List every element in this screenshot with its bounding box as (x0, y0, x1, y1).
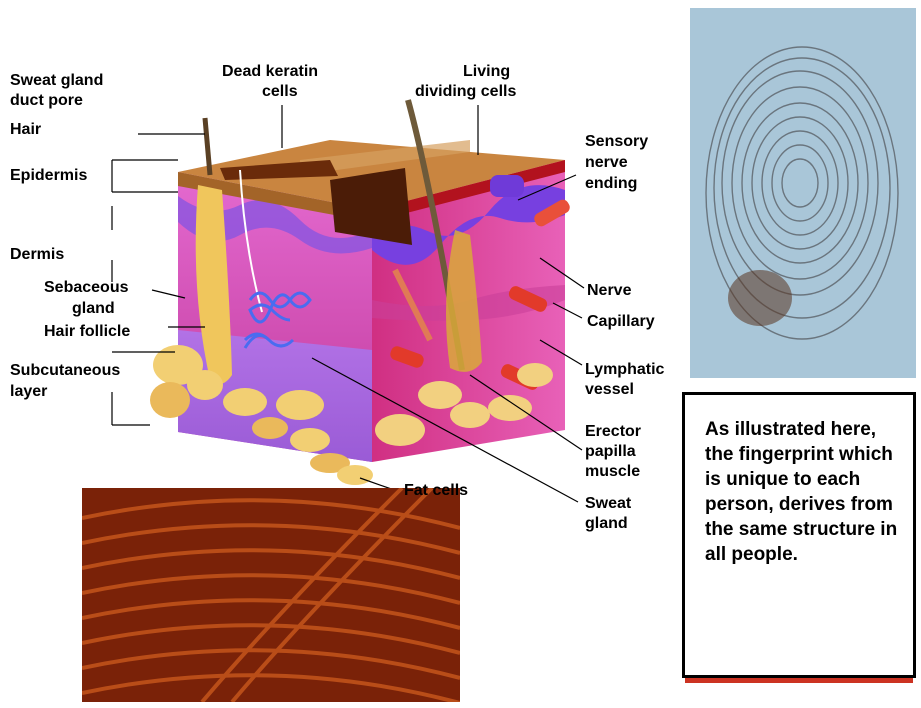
label-sweat-gland-duct-pore-line2: duct pore (10, 92, 83, 110)
label-living-dividing-cells-line1: Living (463, 63, 510, 81)
label-dead-keratin-cells-line2: cells (262, 83, 298, 101)
label-nerve: Nerve (587, 282, 631, 300)
label-erector-papilla-muscle-line3: muscle (585, 463, 640, 481)
label-dermis: Dermis (10, 246, 64, 264)
label-sweat-gland-line2: gland (585, 515, 628, 533)
label-fat-cells: Fat cells (404, 482, 468, 500)
label-hair-follicle: Hair follicle (44, 323, 130, 341)
label-subcutaneous-layer-line1: Subcutaneous (10, 362, 120, 380)
label-sensory-nerve-ending-line3: ending (585, 175, 637, 193)
label-lymphatic-vessel-line1: Lymphatic (585, 361, 664, 379)
label-subcutaneous-layer-line2: layer (10, 383, 47, 401)
fingerprint-ridges-closeup-photo (82, 488, 460, 702)
label-erector-papilla-muscle-line2: papilla (585, 443, 636, 461)
label-hair: Hair (10, 121, 41, 139)
label-lymphatic-vessel-line2: vessel (585, 381, 634, 399)
caption-box: As illustrated here, the fingerprint whi… (682, 392, 916, 678)
label-living-dividing-cells-line2: dividing cells (415, 83, 516, 101)
label-sweat-gland-duct-pore-line1: Sweat gland (10, 72, 103, 90)
label-sensory-nerve-ending-line1: Sensory (585, 133, 648, 151)
label-sebaceous-gland-line1: Sebaceous (44, 279, 128, 297)
label-erector-papilla-muscle-line1: Erector (585, 423, 641, 441)
label-capillary: Capillary (587, 313, 655, 331)
label-sebaceous-gland-line2: gland (72, 300, 115, 318)
label-dead-keratin-cells-line1: Dead keratin (222, 63, 318, 81)
label-epidermis: Epidermis (10, 167, 87, 185)
caption-text: As illustrated here, the fingerprint whi… (705, 417, 905, 567)
fingerprint-photo (690, 8, 916, 378)
label-sensory-nerve-ending-line2: nerve (585, 154, 628, 172)
label-sweat-gland-line1: Sweat (585, 495, 631, 513)
